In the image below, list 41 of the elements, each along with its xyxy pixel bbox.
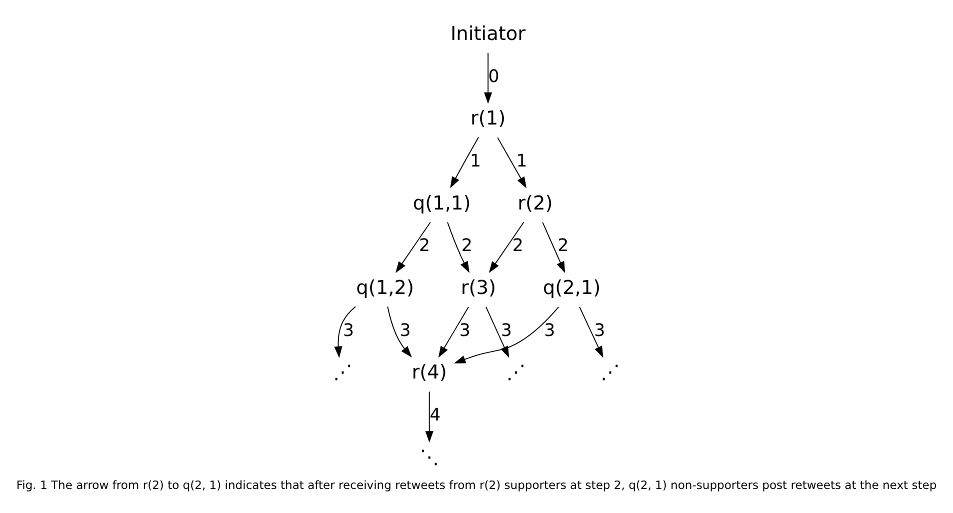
edge-label: 3	[459, 320, 470, 340]
edge-label: 0	[488, 66, 500, 86]
node-text: r(4)	[412, 360, 447, 384]
node-text: ⋰	[333, 360, 352, 384]
arrow	[488, 221, 524, 273]
arrow	[579, 306, 604, 358]
node-text: q(2,1)	[542, 276, 601, 299]
arrow	[454, 306, 560, 363]
edge-label: 2	[461, 236, 472, 256]
edge-label: 1	[470, 150, 482, 171]
arrow	[542, 221, 566, 273]
arrow	[334, 306, 356, 358]
node-text: r(1)	[470, 106, 506, 130]
arrow	[486, 306, 510, 358]
node-text: r(3)	[460, 276, 496, 299]
node-text: r(2)	[518, 190, 553, 214]
arrow	[438, 306, 469, 358]
arrow	[425, 390, 434, 442]
edge-label: 4	[430, 405, 441, 426]
edge-label: 2	[419, 236, 430, 256]
node-text: ⋱	[420, 444, 439, 468]
edge-label: 3	[544, 320, 556, 340]
arrow	[396, 221, 431, 273]
node-text: Initiator	[450, 21, 526, 44]
edge-label: 3	[342, 320, 354, 340]
arrow	[447, 221, 470, 272]
edge-label: 2	[512, 236, 524, 256]
edge-label: 2	[558, 236, 569, 256]
caption: Fig. 1 The arrow from r(2) to q(2, 1) indicates that after receiving retweets from r(2) supporters at step 2, q(2, 1) non-supporters post retweets at the next step	[16, 478, 937, 492]
node-text: ⋰	[600, 360, 620, 384]
node-text: q(1,2)	[356, 276, 414, 299]
node-text: ⋰	[506, 360, 526, 384]
edge-label: 1	[516, 150, 528, 171]
edge-label: 3	[400, 320, 411, 340]
arrow	[450, 136, 479, 188]
edge-label: 3	[500, 320, 512, 340]
arrow	[497, 136, 527, 188]
node-text: q(1,1)	[412, 190, 471, 214]
edge-label: 3	[594, 320, 606, 340]
arrow	[387, 306, 412, 357]
arrow	[484, 52, 492, 104]
